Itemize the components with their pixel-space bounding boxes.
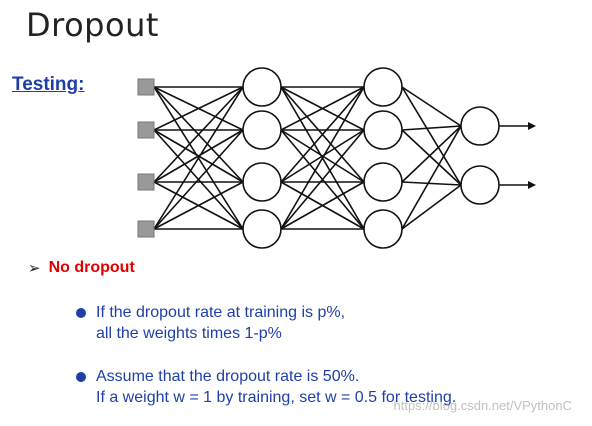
bullet-dot-icon (76, 308, 86, 318)
neuron-l2-1 (363, 110, 403, 150)
arrow-bullet-icon: ➢ (28, 260, 41, 277)
edge-l1-2-to-1 (280, 129, 365, 183)
main-bullet-text: No dropout (48, 259, 135, 276)
neural-network-diagram (137, 67, 536, 249)
edge-l0-3-to-0 (153, 86, 244, 230)
neuron-l2-2 (363, 162, 403, 202)
edge-l1-1-to-0 (280, 86, 365, 131)
edge-l1-3-to-1 (280, 129, 365, 230)
main-bullet: ➢ No dropout (28, 259, 135, 277)
edge-l2-1-to-0 (401, 125, 462, 131)
edge-l2-3-to-1 (401, 184, 462, 230)
edge-l1-3-to-0 (280, 86, 365, 230)
point-2-line-2: If a weight w = 1 by training, set w = 0… (96, 389, 457, 406)
edge-l2-2-to-1 (401, 181, 462, 186)
edge-l2-0-to-0 (401, 86, 462, 127)
point-1: If the dropout rate at training is p%, a… (76, 302, 345, 344)
point-2: Assume that the dropout rate is 50%. If … (76, 366, 456, 408)
input-node-3 (137, 220, 155, 238)
edge-l1-2-to-0 (280, 86, 365, 183)
input-node-2 (137, 173, 155, 191)
edge-l0-2-to-1 (153, 129, 244, 183)
point-2-line-1: Assume that the dropout rate is 50%. (96, 368, 360, 385)
watermark: https://blog.csdn.net/VPythonC (393, 398, 573, 413)
point-1-line-2: all the weights times 1-p% (96, 325, 282, 342)
edge-l2-1-to-1 (401, 129, 462, 186)
edge-l0-1-to-0 (153, 86, 244, 131)
neuron-l1-3 (242, 209, 282, 249)
neuron-l1-0 (242, 67, 282, 107)
edge-l2-3-to-0 (401, 125, 462, 230)
edge-l1-3-to-2 (280, 181, 365, 230)
point-1-line-1: If the dropout rate at training is p%, (96, 304, 346, 321)
neuron-l2-3 (363, 209, 403, 249)
edge-l2-2-to-0 (401, 125, 462, 183)
section-label: Testing: (12, 74, 85, 95)
input-node-1 (137, 121, 155, 139)
edge-l0-2-to-0 (153, 86, 244, 183)
edge-l2-0-to-1 (401, 86, 462, 186)
nodes (137, 67, 500, 249)
edge-l0-3-to-1 (153, 129, 244, 230)
output-arrowhead-0 (528, 122, 536, 130)
edges (153, 86, 536, 230)
neuron-l3-0 (460, 106, 500, 146)
neuron-l2-0 (363, 67, 403, 107)
output-arrowhead-1 (528, 181, 536, 189)
neuron-l3-1 (460, 165, 500, 205)
neuron-l1-1 (242, 110, 282, 150)
edge-l0-3-to-2 (153, 181, 244, 230)
slide-title: Dropout (26, 6, 159, 44)
bullet-dot-icon (76, 372, 86, 382)
input-node-0 (137, 78, 155, 96)
neuron-l1-2 (242, 162, 282, 202)
